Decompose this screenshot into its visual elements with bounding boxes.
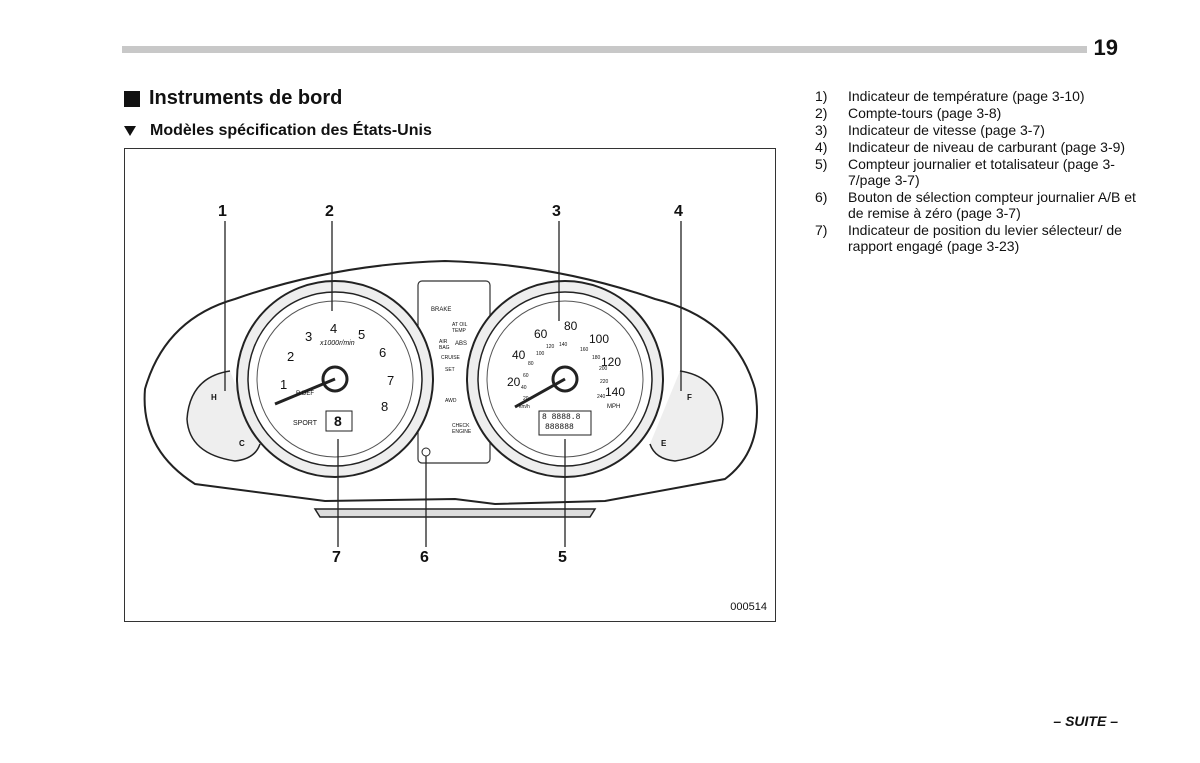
- tach-label-6: 6: [379, 345, 387, 360]
- legend-text: Compte-tours (page 3-8): [848, 105, 1002, 121]
- gear-text: SPORT: [293, 420, 317, 427]
- tach-label-7: 7: [387, 373, 395, 388]
- legend-list: 1)Indicateur de température (page 3-10) …: [815, 88, 1145, 255]
- tach-label-2: 2: [287, 349, 295, 364]
- speed-inner-unit: km/h: [519, 404, 530, 410]
- tach-label-8: 8: [381, 399, 389, 414]
- legend-text: Bouton de sélection compteur journalier …: [848, 189, 1136, 221]
- warning-air-bag: AIR BAG: [439, 339, 450, 351]
- legend-num: 4): [815, 139, 828, 155]
- warning-awd: AWD: [445, 398, 457, 404]
- speed-inner-label-100: 100: [536, 351, 545, 357]
- legend-item: 3) Indicateur de vitesse (page 3-7): [815, 122, 1145, 138]
- legend-text: Indicateur de température (page 3-10): [848, 88, 1085, 104]
- callout-1: 1: [218, 203, 227, 220]
- legend-text: Compteur journalier et totalisateur (pag…: [848, 156, 1115, 188]
- warning-abs: ABS: [455, 341, 468, 347]
- callout-6: 6: [420, 549, 429, 566]
- callout-3: 3: [552, 203, 561, 220]
- legend-num: 2): [815, 105, 828, 121]
- tach-label-5: 5: [358, 327, 366, 342]
- callout-2: 2: [325, 203, 334, 220]
- fuel-label-f: F: [687, 393, 692, 402]
- speed-inner-label-20: 20: [523, 396, 529, 402]
- legend-text: Indicateur de position du levier sélecte…: [848, 222, 1122, 254]
- speed-label-40: 40: [512, 348, 526, 362]
- legend-num: 3): [815, 122, 828, 138]
- legend-item: 6) Bouton de sélection compteur journalie…: [815, 189, 1145, 221]
- warning-cruise: CRUISE: [441, 355, 460, 361]
- legend-item: 7) Indicateur de position du levier sélec…: [815, 222, 1145, 254]
- speed-inner-label-160: 160: [580, 347, 589, 353]
- temp-label-h: H: [211, 393, 217, 402]
- speed-label-60: 60: [534, 327, 548, 341]
- legend-item: 5) Compteur journalier et totalisateur (p…: [815, 156, 1145, 188]
- legend-item: 2) Compte-tours (page 3-8): [815, 105, 1145, 121]
- legend-num: 7): [815, 222, 828, 238]
- section-title: Instruments de bord: [124, 87, 342, 110]
- odometer-top: 8 8888.8: [542, 413, 581, 422]
- triangle-bullet-icon: [124, 126, 136, 136]
- speed-label-100: 100: [589, 332, 610, 346]
- tach-label-3: 3: [305, 329, 313, 344]
- sub-title-text: Modèles spécification des États-Unis: [150, 122, 432, 139]
- speed-inner-label-40: 40: [521, 385, 527, 391]
- rdef-label: R DEF: [296, 391, 314, 397]
- tach-unit: x1000r/min: [320, 340, 355, 347]
- speed-inner-label-200: 200: [599, 366, 608, 372]
- speed-unit: MPH: [607, 404, 621, 410]
- speed-label-20: 20: [507, 375, 521, 389]
- page-number: 19: [1093, 35, 1118, 60]
- speed-label-120: 120: [601, 355, 622, 369]
- figure-id: 000514: [730, 601, 767, 613]
- legend-num: 6): [815, 189, 828, 205]
- legend-text: Indicateur de vitesse (page 3-7): [848, 122, 1045, 138]
- fuel-label-e: E: [661, 439, 667, 448]
- continued-marker: – SUITE –: [1053, 713, 1118, 729]
- legend-item: 4) Indicateur de niveau de carburant (pag…: [815, 139, 1145, 155]
- instrument-cluster-figure: 1 2 3 4 5 6 7 1 2 3 4 5 6 7 8 x1000r/min…: [124, 148, 776, 622]
- speed-label-140: 140: [605, 385, 626, 399]
- warning-brake: BRAKE: [431, 307, 452, 313]
- gear-digit: 8: [334, 413, 342, 429]
- speed-label-80: 80: [564, 319, 578, 333]
- square-bullet-icon: [124, 90, 140, 107]
- odometer-bottom: 888888: [545, 423, 574, 432]
- speed-inner-label-240: 240: [597, 394, 606, 400]
- speed-inner-label-80: 80: [528, 361, 534, 367]
- legend-num: 5): [815, 156, 828, 172]
- warning-at-oil-temp: AT OIL TEMP: [452, 322, 468, 334]
- legend-text: Indicateur de niveau de carburant (page …: [848, 139, 1126, 155]
- section-title-text: Instruments de bord: [149, 87, 343, 109]
- warning-set: SET: [445, 367, 455, 373]
- callout-5: 5: [558, 549, 567, 566]
- sub-title: Modèles spécification des États-Unis: [124, 122, 432, 140]
- instrument-cluster-drawing: [143, 221, 758, 547]
- callout-7: 7: [332, 549, 341, 566]
- tach-label-1: 1: [280, 377, 288, 392]
- speed-inner-label-60: 60: [523, 373, 529, 379]
- speed-inner-label-180: 180: [592, 355, 601, 361]
- warning-check-engine: CHECK ENGINE: [452, 423, 472, 435]
- callout-4: 4: [674, 203, 683, 220]
- speed-inner-label-220: 220: [600, 379, 609, 385]
- speed-inner-label-140: 140: [559, 342, 568, 348]
- speed-inner-label-120: 120: [546, 344, 555, 350]
- temp-label-c: C: [239, 439, 245, 448]
- tach-label-4: 4: [330, 321, 338, 336]
- legend-item: 1) Indicateur de température (page 3-10): [815, 88, 1145, 104]
- legend-num: 1): [815, 88, 828, 104]
- header-rule: [122, 46, 1087, 53]
